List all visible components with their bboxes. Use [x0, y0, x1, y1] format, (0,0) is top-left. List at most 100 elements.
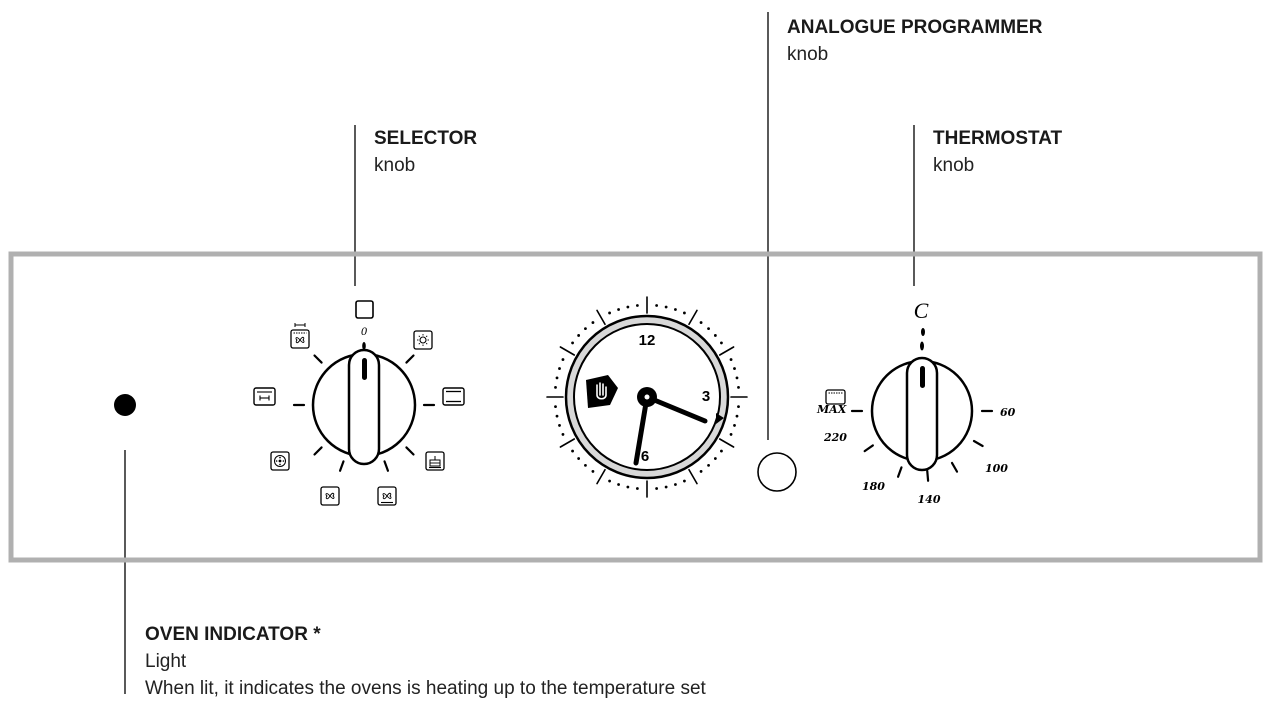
- thermostat-top-dot-2: [920, 341, 924, 351]
- indicator-callout-subtitle: Light: [145, 651, 187, 672]
- thermostat-callout: THERMOSTAT knob: [933, 125, 1062, 179]
- off-square-icon: [355, 300, 374, 319]
- fan-circular-icon: [270, 451, 290, 471]
- fan-bottom-heat-icon: [377, 486, 397, 506]
- selector-tick-4: [338, 460, 345, 472]
- programmer-dial-group: 12 3 6: [546, 296, 748, 498]
- programmer-minute-dot-49: [561, 358, 565, 361]
- programmer-minute-dot-44: [554, 405, 557, 409]
- programmer-minute-dot-31: [635, 487, 639, 490]
- programmer-hour-tick-4: [718, 438, 735, 448]
- programmer-hour-tick-10: [559, 346, 576, 356]
- thermostat-max-label: MAX: [816, 403, 847, 416]
- programmer-callout: ANALOGUE PROGRAMMER knob: [787, 14, 1042, 68]
- control-panel-frame: [8, 251, 1263, 563]
- programmer-minute-dot-34: [608, 479, 611, 483]
- programmer-knob[interactable]: [757, 452, 797, 492]
- thermostat-temp-60: 60: [1000, 406, 1016, 419]
- selector-tick-3: [383, 460, 390, 472]
- programmer-minute-dot-37: [584, 463, 587, 467]
- programmer-callout-subtitle: knob: [787, 44, 829, 65]
- thermostat-callout-subtitle: knob: [933, 155, 975, 176]
- programmer-minute-dot-12: [733, 367, 736, 370]
- programmer-minute-dot-36: [591, 470, 595, 473]
- programmer-minute-dot-1: [655, 304, 659, 307]
- programmer-minute-dot-54: [591, 321, 595, 324]
- fan-grill-icon: [290, 323, 310, 349]
- conventional-oven-icon: [442, 387, 465, 406]
- indicator-callout-description: When lit, it indicates the ovens is heat…: [145, 678, 706, 699]
- programmer-minute-dot-11: [729, 358, 733, 361]
- selector-knob[interactable]: [311, 348, 417, 466]
- programmer-minute-dot-28: [664, 485, 668, 489]
- thermostat-tick-1: [972, 439, 984, 448]
- programmer-hour-ticks: [546, 296, 748, 498]
- programmer-minute-dot-53: [584, 327, 587, 331]
- thermostat-temp-220: 220: [823, 431, 847, 444]
- programmer-minute-dot-9: [720, 341, 723, 345]
- selector-callout-subtitle: knob: [374, 155, 416, 176]
- thermostat-knob[interactable]: [870, 356, 974, 472]
- programmer-minute-dot-56: [608, 311, 611, 315]
- thermostat-ticks: [850, 409, 994, 482]
- programmer-minute-dot-33: [617, 483, 620, 486]
- grill-icon: [253, 387, 276, 406]
- programmer-minute-dot-52: [577, 334, 581, 337]
- programmer-hour-tick-7: [596, 468, 606, 485]
- selector-knob-group: 0: [253, 300, 465, 506]
- programmer-minute-dot-26: [683, 479, 686, 483]
- programmer-hour-tick-5: [688, 468, 698, 485]
- programmer-minute-dot-7: [707, 327, 710, 331]
- top-heat-icon: [825, 389, 846, 405]
- programmer-minute-dot-48: [558, 367, 561, 370]
- programmer-minute-dot-24: [699, 470, 703, 473]
- programmer-minute-dot-41: [561, 433, 565, 436]
- selector-tick-0: [405, 354, 415, 364]
- programmer-minute-dot-38: [577, 457, 581, 460]
- programmer-minute-dot-47: [555, 376, 559, 380]
- programmer-minute-dot-21: [720, 449, 723, 453]
- oven-indicator-light: [114, 394, 136, 416]
- programmer-minute-dots: [554, 304, 740, 490]
- programmer-minute-dot-19: [729, 433, 733, 436]
- bottom-heat-cake-icon: [425, 451, 445, 471]
- thermostat-temp-140: 140: [918, 493, 941, 506]
- fan-oven-icon: [320, 486, 340, 506]
- programmer-minute-dot-4: [683, 311, 686, 315]
- programmer-minute-dot-42: [558, 424, 561, 427]
- defrost-light-icon: [413, 330, 433, 350]
- selector-ticks: [292, 354, 436, 472]
- thermostat-tick-2: [950, 461, 959, 473]
- programmer-hour-tick-1: [688, 309, 698, 326]
- programmer-minute-dot-27: [674, 483, 677, 486]
- programmer-minute-dot-3: [674, 308, 677, 311]
- programmer-minute-dot-57: [617, 308, 620, 311]
- thermostat-knob-group: C MAX 60 100 140 180 220: [816, 298, 1016, 506]
- thermostat-tick-4: [896, 466, 903, 478]
- programmer-hour-hand: [644, 394, 708, 424]
- programmer-hour-tick-8: [559, 438, 576, 448]
- programmer-minute-dot-59: [635, 304, 639, 307]
- programmer-minute-dot-17: [735, 414, 739, 418]
- selector-tick-2: [405, 446, 415, 456]
- programmer-minute-dot-46: [554, 385, 557, 389]
- programmer-minute-dot-51: [571, 341, 574, 345]
- programmer-minute-dot-23: [707, 463, 710, 467]
- selector-tick-5: [313, 446, 323, 456]
- programmer-minute-dot-22: [713, 457, 717, 460]
- programmer-minute-dot-16: [737, 405, 740, 409]
- thermostat-top-mark: C: [914, 298, 929, 323]
- programmer-minute-dot-2: [664, 305, 668, 309]
- thermostat-temp-100: 100: [985, 462, 1008, 475]
- programmer-number-6: 6: [641, 448, 649, 465]
- thermostat-temp-180: 180: [862, 480, 885, 493]
- selector-callout: SELECTOR knob: [374, 125, 477, 179]
- thermostat-callout-title: THERMOSTAT: [933, 128, 1063, 149]
- programmer-number-12: 12: [639, 332, 656, 349]
- programmer-minute-dot-58: [626, 305, 630, 309]
- indicator-callout-title: OVEN INDICATOR *: [145, 624, 321, 645]
- programmer-minute-dot-29: [655, 487, 659, 490]
- manual-hand-icon: [586, 375, 618, 408]
- thermostat-top-dot: [921, 328, 925, 336]
